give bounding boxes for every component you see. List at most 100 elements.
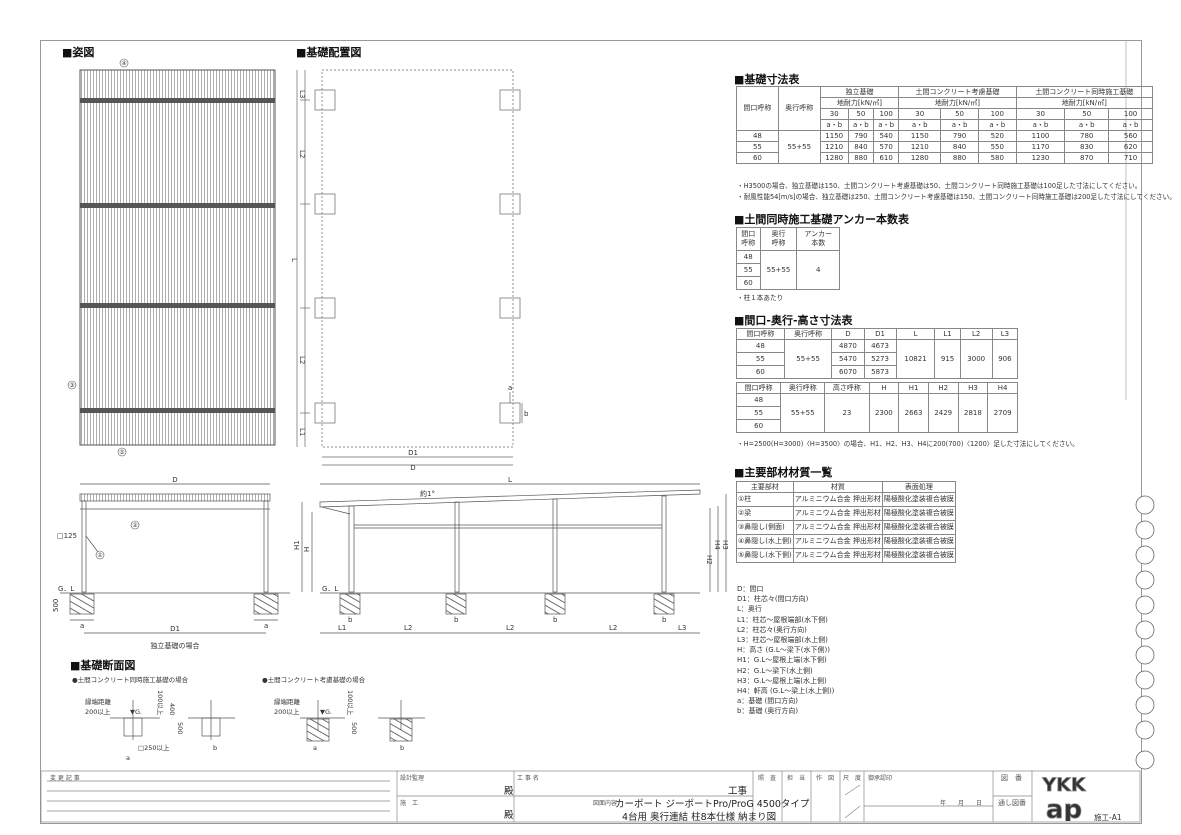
legend-item: D1：柱芯々(間口方向) (737, 595, 809, 604)
value-cell: 610 (873, 152, 900, 164)
table-row: ①柱アルミニウム合金 押出形材陽極酸化塗装複合被膜 (736, 492, 956, 507)
side-dim-L3: L3 (678, 624, 686, 632)
header-bearing-value: 100 (1108, 108, 1153, 120)
header-bearing-value: 30 (819, 108, 849, 120)
legend-item: H3：G.L～屋根上端(水上側) (737, 676, 827, 685)
side-dim-b0: b (348, 616, 353, 624)
table-row: 60 (735, 419, 1018, 433)
table-row: ④鼻隠し(水上側)アルミニウム合金 押出形材陽極酸化塗装複合被膜 (736, 534, 956, 549)
header-cell: L (895, 328, 936, 340)
dim-L2: L2 (298, 150, 306, 158)
material-cell: ③鼻隠し(側面) (736, 520, 794, 535)
D1-cell: 4673 (863, 339, 897, 353)
span-cell: 55 (735, 406, 782, 420)
stamp-scale: 尺 度 (843, 775, 862, 782)
d400-label: 400 (168, 703, 176, 715)
side-dim-H2: H2 (705, 555, 713, 565)
sec-dim-b2: b (400, 744, 404, 752)
table-row: 60 (736, 276, 840, 290)
part-3-label: ③ (69, 382, 74, 389)
header-cell: H4 (987, 382, 1018, 394)
material-cell: アルミニウム合金 押出形材 (792, 520, 883, 535)
header-cell: D (831, 328, 865, 340)
foundation-table: 間口呼称奥行呼称独立基礎土間コンクリート考慮基礎土間コンクリート同時施工基礎地耐… (736, 86, 1154, 164)
header-group: 土間コンクリート考慮基礎 (898, 86, 1017, 98)
header-cell: H1 (898, 382, 929, 394)
header-cell: 材質 (792, 481, 883, 493)
material-cell: 陽極酸化塗装複合被膜 (881, 506, 956, 521)
drawing-title-1: カーポート ジーポートPro/ProG 4500タイプ (615, 799, 810, 810)
value-cell: 1210 (898, 141, 942, 153)
header-cell: H2 (927, 382, 959, 394)
date-label: 年 月 日 (940, 800, 983, 807)
header-bearing-value: 50 (847, 108, 875, 120)
H-cell: 2300 (868, 393, 900, 433)
side-dim-H1: H1 (293, 540, 301, 550)
L-cell: 10821 (895, 339, 936, 379)
section-consider-caption: ●土間コンクリート考慮基礎の場合 (262, 675, 366, 684)
section-sim-caption: ●土間コンクリート同時施工基礎の場合 (72, 675, 189, 684)
table-row: ⑤鼻隠し(水下側)アルミニウム合金 押出形材陽極酸化塗装複合被膜 (736, 548, 956, 563)
side-dim-b3: b (662, 616, 667, 624)
depth-cell: 55+55 (777, 130, 821, 164)
foundation-table-heading: ■基礎寸法表 (734, 73, 800, 86)
value-cell: 560 (1108, 130, 1153, 142)
dim-L2b: L2 (298, 356, 306, 364)
side-dim-b2: b (553, 616, 558, 624)
header-cell: 間口 呼称 (736, 227, 761, 251)
material-cell: ②梁 (736, 506, 794, 521)
over100-label-2: 100以上 (346, 690, 355, 716)
edge-distance-label-2: 縁端距離 (274, 697, 301, 706)
header-ab: a・b (1064, 119, 1110, 131)
value-cell: 780 (1064, 130, 1110, 142)
value-cell: 1100 (1015, 130, 1066, 142)
material-cell: ④鼻隠し(水上側) (736, 534, 794, 549)
approval-label: 御承認印 (868, 775, 893, 782)
value-cell: 880 (847, 152, 875, 164)
span-cell: 60 (736, 152, 779, 164)
honorific-1: 殿 (504, 786, 514, 797)
value-cell: 1150 (819, 130, 849, 142)
header-bearing-value: 100 (873, 108, 900, 120)
edge-200-label: 200以上 (85, 707, 111, 716)
materials-table-heading: ■主要部材材質一覧 (734, 466, 833, 479)
value-cell: 550 (977, 141, 1017, 153)
part-4-label: ④ (121, 60, 126, 67)
span-cell: 55 (736, 141, 779, 153)
front-elevation (60, 483, 290, 634)
header-cell: D1 (863, 328, 897, 340)
header-group: 独立基礎 (819, 86, 900, 98)
anchor-note: ・柱１本あたり (737, 294, 784, 302)
header-bearing-value: 30 (898, 108, 942, 120)
filing-circles (1135, 495, 1155, 770)
depth-cell: 55+55 (759, 250, 798, 290)
sec-dim-a2: a (313, 744, 317, 752)
side-dim-L2b: L2 (506, 624, 514, 632)
L3-cell: 906 (991, 339, 1019, 379)
svg-text:ap: ap (1046, 795, 1082, 821)
value-cell: 870 (1064, 152, 1110, 164)
span-cell: 55 (736, 352, 785, 366)
header-group: 土間コンクリート同時施工基礎 (1015, 86, 1154, 98)
over100-label: 100以上 (156, 690, 165, 716)
material-cell: ①柱 (736, 492, 794, 507)
span-cell: 60 (735, 419, 782, 433)
value-cell: 570 (873, 141, 900, 153)
side-dim-H3: H3 (721, 540, 729, 550)
side-dim-L1: L1 (338, 624, 346, 632)
depth-cell: 55+55 (780, 393, 826, 433)
section-heading: ■基礎断面図 (70, 659, 136, 672)
gl-mark-2: ▼G. (320, 708, 332, 716)
value-cell: 1170 (1015, 141, 1066, 153)
D-cell: 6070 (831, 365, 865, 379)
material-cell: 陽極酸化塗装複合被膜 (881, 548, 956, 563)
design-supervision-label: 設計監理 (400, 775, 425, 782)
layout-heading: ■基礎配置図 (296, 46, 362, 59)
